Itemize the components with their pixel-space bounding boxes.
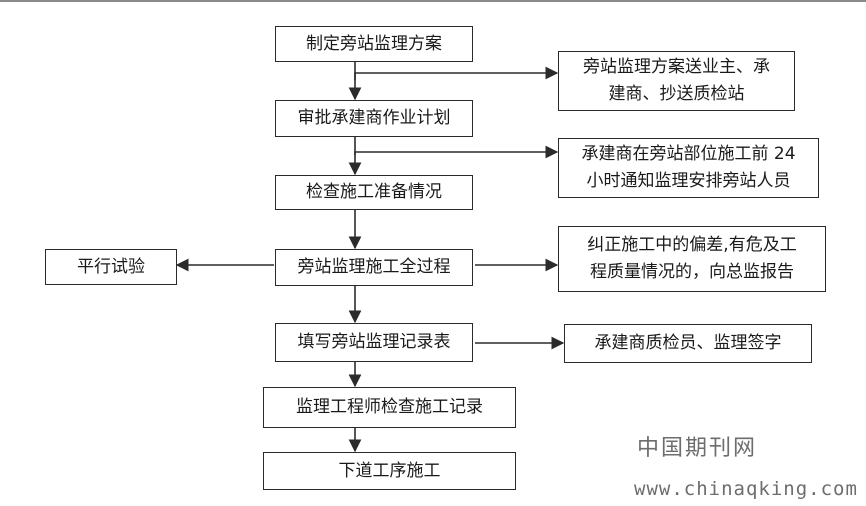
arrow-to-note2 xyxy=(354,145,559,159)
step-box-2: 审批承建商作业计划 xyxy=(275,100,473,137)
watermark-site-name: 中国期刊网 xyxy=(637,436,758,461)
step-box-3: 检查施工准备情况 xyxy=(275,175,473,210)
step-box-7: 下道工序施工 xyxy=(263,452,516,490)
arrow-to-note1 xyxy=(354,66,559,80)
note-line: 程质量情况的，向总监报告 xyxy=(590,262,794,282)
step-label: 检查施工准备情况 xyxy=(306,182,442,202)
note-box-2: 承建商在旁站部位施工前 24 小时通知监理安排旁站人员 xyxy=(558,138,819,198)
note-box-1: 旁站监理方案送业主、承 建商、抄送质检站 xyxy=(558,51,795,111)
step-label: 填写旁站监理记录表 xyxy=(297,332,451,352)
step-box-5: 填写旁站监理记录表 xyxy=(275,323,473,362)
step-box-6: 监理工程师检查施工记录 xyxy=(263,387,516,428)
step-label: 监理工程师检查施工记录 xyxy=(296,397,483,417)
step-box-4: 旁站监理施工全过程 xyxy=(275,249,473,286)
step-label: 下道工序施工 xyxy=(338,460,441,481)
parallel-test-box: 平行试验 xyxy=(45,249,177,285)
watermark-site-url: www.chinaqking.com xyxy=(634,478,858,500)
note-line: 纠正施工中的偏差,有危及工 xyxy=(587,235,797,255)
step-label: 旁站监理施工全过程 xyxy=(297,257,451,277)
step-label: 审批承建商作业计划 xyxy=(297,108,451,128)
note-line: 小时通知监理安排旁站人员 xyxy=(586,171,791,191)
note-line: 建商、抄送质检站 xyxy=(608,84,745,104)
note-line: 承建商在旁站部位施工前 24 xyxy=(581,144,796,164)
note-box-3: 纠正施工中的偏差,有危及工 程质量情况的，向总监报告 xyxy=(558,226,826,292)
top-border-line xyxy=(0,0,866,2)
note-line: 旁站监理方案送业主、承 xyxy=(583,57,770,77)
step-box-1: 制定旁站监理方案 xyxy=(275,26,473,62)
note-line: 承建商质检员、监理签字 xyxy=(594,333,782,353)
parallel-test-label: 平行试验 xyxy=(77,256,145,277)
step-label: 制定旁站监理方案 xyxy=(306,33,442,54)
note-box-4: 承建商质检员、监理签字 xyxy=(564,324,812,363)
